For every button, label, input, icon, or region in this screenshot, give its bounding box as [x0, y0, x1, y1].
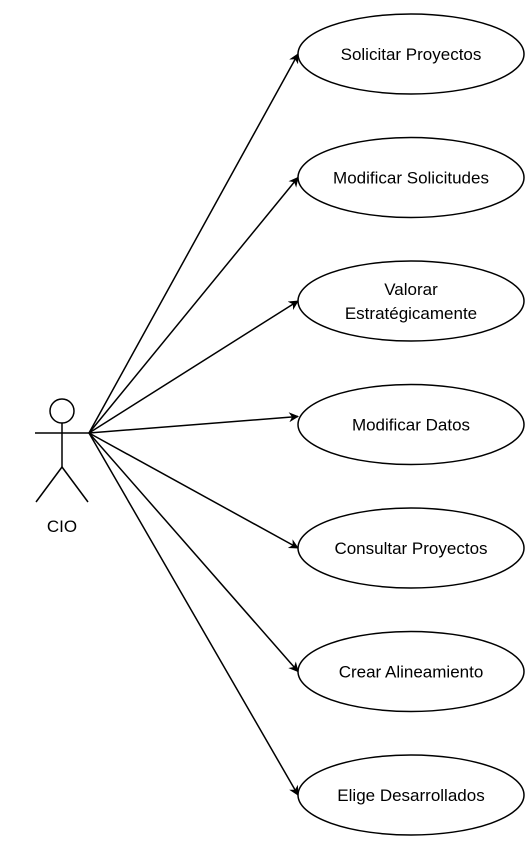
use-case-ellipse: [297, 260, 525, 342]
use-case-label: Crear Alineamiento: [339, 663, 484, 682]
association-arrow: [88, 412, 299, 434]
associations: [88, 53, 299, 796]
use-case: Crear Alineamiento: [297, 630, 525, 713]
use-case-ellipse: [297, 507, 525, 589]
association-arrow: [88, 432, 299, 673]
use-case: Modificar Datos: [297, 383, 525, 466]
use-case-ellipse: [297, 13, 525, 95]
association-arrow: [88, 432, 299, 549]
actor-head: [49, 398, 75, 424]
actor-left-leg: [35, 466, 63, 503]
use-case-label: Solicitar Proyectos: [341, 45, 482, 64]
use-case-label: Elige Desarrollados: [337, 786, 484, 805]
association-arrow: [88, 300, 299, 434]
use-case: Modificar Solicitudes: [297, 136, 525, 219]
use-case: Elige Desarrollados: [297, 754, 525, 836]
use-case-label: Modificar Solicitudes: [333, 169, 489, 188]
association-arrow: [88, 176, 299, 434]
actor-right-leg: [61, 466, 89, 503]
use-case-label: Valorar: [384, 280, 438, 299]
actor-cio: CIO: [35, 398, 89, 536]
use-case: Solicitar Proyectos: [297, 13, 525, 95]
use-case-ellipse: [297, 630, 525, 713]
use-case-ellipse: [297, 136, 525, 219]
use-case-ellipse: [297, 383, 525, 466]
use-case-label: Estratégicamente: [345, 304, 477, 323]
use-case-label: Consultar Proyectos: [334, 539, 487, 558]
association-arrow: [88, 53, 299, 434]
actor-label: CIO: [47, 517, 77, 536]
use-case-ellipse: [297, 754, 525, 836]
association-arrow: [88, 432, 299, 796]
use-case: Consultar Proyectos: [297, 507, 525, 589]
use-case-label: Modificar Datos: [352, 416, 470, 435]
